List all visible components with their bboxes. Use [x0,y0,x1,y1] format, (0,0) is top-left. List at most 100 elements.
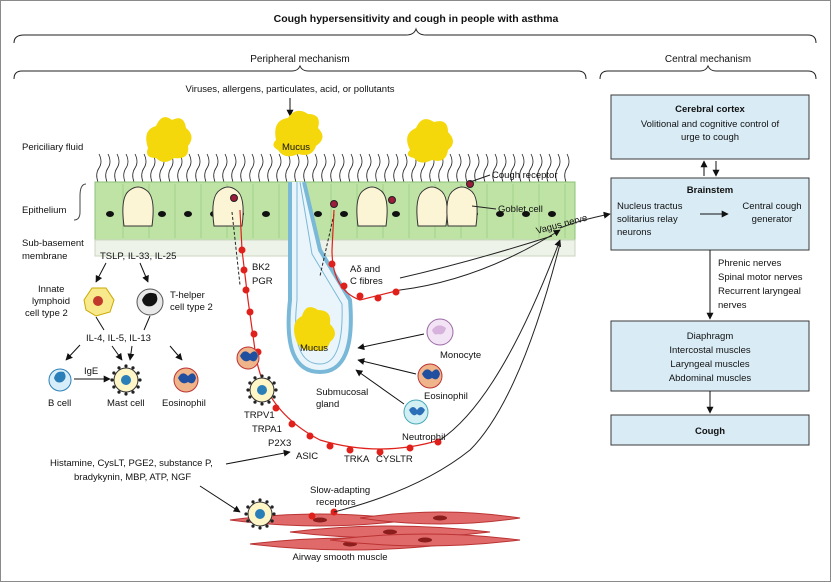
arrow-monocyte-gland [357,333,425,351]
mast-cell-nucleus [255,509,265,519]
mast-granule [246,505,250,509]
slow-adapting-fibre [333,243,561,513]
mast-granule [112,371,116,375]
cough-box [610,414,810,446]
fibres-label-2: C fibres [350,276,383,287]
muscle-nucleus [433,515,447,521]
arrow-il-mast-1 [111,345,123,361]
slow-adapting-dot-2 [330,508,338,516]
muscle-2: Intercostal muscles [669,345,751,356]
vagus-line-2 [399,235,553,279]
mucus-blob-left [146,117,192,162]
muscle-1: Diaphragm [687,331,734,342]
receptor-p2x3: P2X3 [268,438,291,449]
receptor-bk2: BK2 [252,262,270,273]
cilium [555,153,561,183]
cilium [276,153,282,183]
th2-label-2: cell type 2 [170,302,213,313]
arrow-mediators-receptors [225,449,291,465]
label-sub-basement: Sub-basement [22,238,84,249]
label-epithelium: Epithelium [22,205,66,216]
cilium [537,153,543,183]
brainstem-right-1: Central cough [742,201,801,212]
mast-granule [248,395,252,399]
cilium [249,153,255,183]
cilium [123,153,129,183]
cortex-box [610,94,810,160]
cortex-title: Cerebral cortex [675,104,745,115]
mast-granule [270,505,274,509]
cough-receptor-label: Cough receptor [492,170,557,181]
vagus-line-3 [439,239,562,441]
muscle-4: Abdominal muscles [669,373,752,384]
cilium [177,153,183,183]
nerve-ending-dot [376,448,384,456]
cilium [348,153,354,183]
ilc-to-il-lines [95,315,151,331]
nerve-ending-dot [246,308,254,316]
mast-cell-gland [246,374,278,406]
cilia [96,153,570,183]
nerve-ending-dot [250,330,258,338]
cilium [303,153,309,183]
cough-receptor [330,200,338,208]
goblet-cell [416,186,448,227]
cilium [528,153,534,183]
mast-granule [112,385,116,389]
cilium [393,153,399,183]
ilc2-label-1: Innate [38,284,64,295]
mediators-label-2: bradykynin, MBP, ATP, NGF [74,472,191,483]
receptor-asic: ASIC [296,451,318,462]
slow-adapting-label-1: Slow-adapting [310,485,370,496]
brainstem-right-2: generator [752,214,793,225]
cell-nucleus [522,211,530,217]
muscles-box [610,320,810,392]
mast-granule [124,392,128,396]
muscle-nucleus [313,517,327,523]
nerve-ending-dot [272,404,280,412]
arrow-il-bcell [65,344,81,361]
slow-adapting-dot-1 [308,512,316,520]
cilium [366,153,372,183]
mast-granule [272,512,276,516]
peripheral-brace [13,64,587,80]
goblet-cell [212,186,244,227]
central-heading: Central mechanism [665,54,751,65]
cilium [141,153,147,183]
nerve-ending-dot [306,432,314,440]
nerve-ending-dot [356,292,364,300]
b-cell-label: B cell [48,398,71,409]
mast-granule [251,500,255,504]
eosinophil-left-nucleus [178,373,196,384]
nerve-ending-dot [288,420,296,428]
nerve-ending-dot [392,288,400,296]
central-brace [599,64,817,80]
nerve-ending-dot [340,282,348,290]
cell-nucleus [496,211,504,217]
cilium [186,153,192,183]
mast-cell-muscle [244,498,276,530]
mast-granule [246,519,250,523]
cilium [204,153,210,183]
brainstem-title: Brainstem [687,185,733,196]
nerve-left-dashed [231,211,241,286]
mucus-blob-right [407,119,453,163]
mucus-top-label: Mucus [282,142,310,153]
nerve-ending-dot [346,446,354,454]
ilc2-label-3: cell type 2 [25,308,68,319]
mast-granule [274,388,278,392]
receptor-trpa1: TRPA1 [252,424,282,435]
cell-nucleus [262,211,270,217]
nerves-4: nerves [718,300,747,311]
mast-granule [253,400,257,404]
cilium [240,153,246,183]
mast-granule [110,378,114,382]
label-periciliary: Periciliary fluid [22,142,83,153]
mediators-label-1: Histamine, CysLT, PGE2, substance P, [50,458,213,469]
muscle-nucleus [383,529,397,535]
il-label: IL-4, IL-5, IL-13 [86,333,151,344]
arrow-neutrophil-gland [355,369,405,405]
cilium [294,153,300,183]
